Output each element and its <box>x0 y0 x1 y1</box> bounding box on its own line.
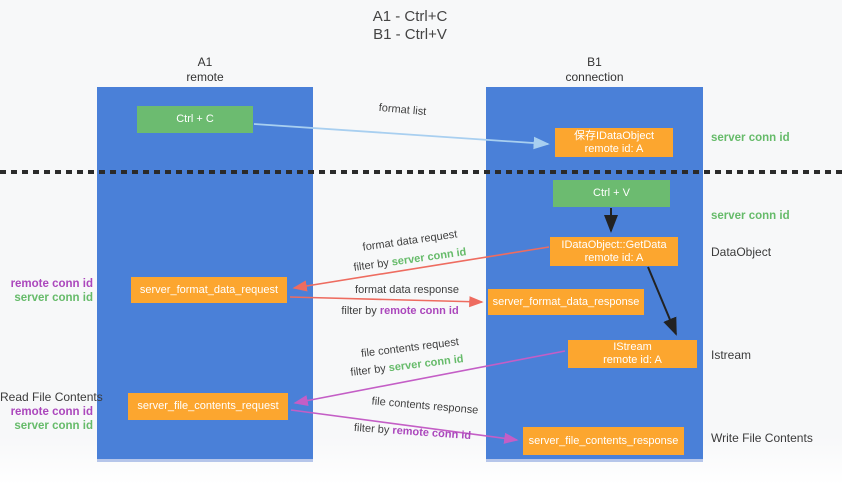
node-save-line1: 保存IDataObject <box>573 129 655 142</box>
node-format-request-label: server_format_data_request <box>139 283 279 296</box>
filter-prefix: filter by <box>341 305 380 317</box>
dotted-separator <box>0 170 842 174</box>
label-server-conn-id-left-bottom: server conn id <box>14 420 93 432</box>
node-istream-line1: IStream <box>613 341 652 353</box>
label-write-file-contents: Write File Contents <box>711 431 813 445</box>
label-filter-by-remote-conn-id-2: filter by remote conn id <box>345 421 481 442</box>
node-ctrl-v-label: Ctrl + V <box>593 187 630 199</box>
label-server-conn-id-right-top: server conn id <box>711 132 790 144</box>
node-getdata-line1: IDataObject::GetData <box>561 238 667 251</box>
node-server-format-data-request: server_format_data_request <box>131 277 287 303</box>
node-idataobject-getdata: IDataObject::GetData remote id: A <box>550 237 678 266</box>
label-server-conn-id-left-top: server conn id <box>14 292 93 304</box>
node-save-line2: remote id: A <box>584 142 644 155</box>
label-server-conn-id-right-mid: server conn id <box>711 210 790 222</box>
filter-key-remote-conn-id: remote conn id <box>391 424 472 443</box>
title-line-2: B1 - Ctrl+V <box>373 26 447 43</box>
lane-header-b1: B1 connection <box>486 55 703 85</box>
label-remote-conn-id-left-top: remote conn id <box>10 278 93 290</box>
title-line-1: A1 - Ctrl+C <box>372 8 448 25</box>
node-ctrl-v: Ctrl + V <box>553 180 670 207</box>
filter-prefix: filter by <box>352 256 393 274</box>
lane-header-a1: A1 remote <box>97 55 313 85</box>
label-dataobject: DataObject <box>711 245 772 259</box>
filter-key-remote-conn-id: remote conn id <box>379 305 459 317</box>
filter-key-server-conn-id: server conn id <box>390 246 468 269</box>
label-istream: Istream <box>711 348 752 362</box>
label-format-data-response: format data response <box>355 284 459 296</box>
lane-b1-name: B1 <box>587 55 602 69</box>
node-istream-line2: remote id: A <box>603 354 662 366</box>
diagram-title: A1 - Ctrl+C B1 - Ctrl+V <box>300 8 520 44</box>
lane-a1-name: A1 <box>197 55 213 69</box>
node-ctrl-c-label: Ctrl + C <box>176 113 214 125</box>
node-server-file-contents-response: server_file_contents_response <box>523 427 684 455</box>
node-server-format-data-response: server_format_data_response <box>488 289 644 315</box>
node-save-idataobject: 保存IDataObject remote id: A <box>555 128 673 157</box>
lane-a1-subtitle: remote <box>186 70 224 84</box>
label-remote-conn-id-left-bottom: remote conn id <box>10 406 93 418</box>
lane-b1-subtitle: connection <box>565 70 624 84</box>
label-format-list: format list <box>378 101 427 119</box>
node-server-file-contents-request: server_file_contents_request <box>128 393 288 420</box>
arrow-format-data-response <box>289 296 484 308</box>
node-file-response-label: server_file_contents_response <box>528 434 679 447</box>
filter-prefix: filter by <box>353 421 393 437</box>
filter-prefix: filter by <box>349 362 390 379</box>
node-ctrl-c: Ctrl + C <box>137 106 253 133</box>
node-istream: IStream remote id: A <box>568 340 697 368</box>
filter-key-server-conn-id: server conn id <box>388 353 465 375</box>
node-getdata-line2: remote id: A <box>584 251 644 264</box>
node-file-request-label: server_file_contents_request <box>137 400 279 412</box>
label-filter-by-remote-conn-id-1: filter by remote conn id <box>335 305 465 317</box>
node-format-response-label: server_format_data_response <box>492 295 640 308</box>
label-read-file-contents: Read File Contents <box>0 390 103 404</box>
label-file-contents-response: file contents response <box>371 395 479 417</box>
